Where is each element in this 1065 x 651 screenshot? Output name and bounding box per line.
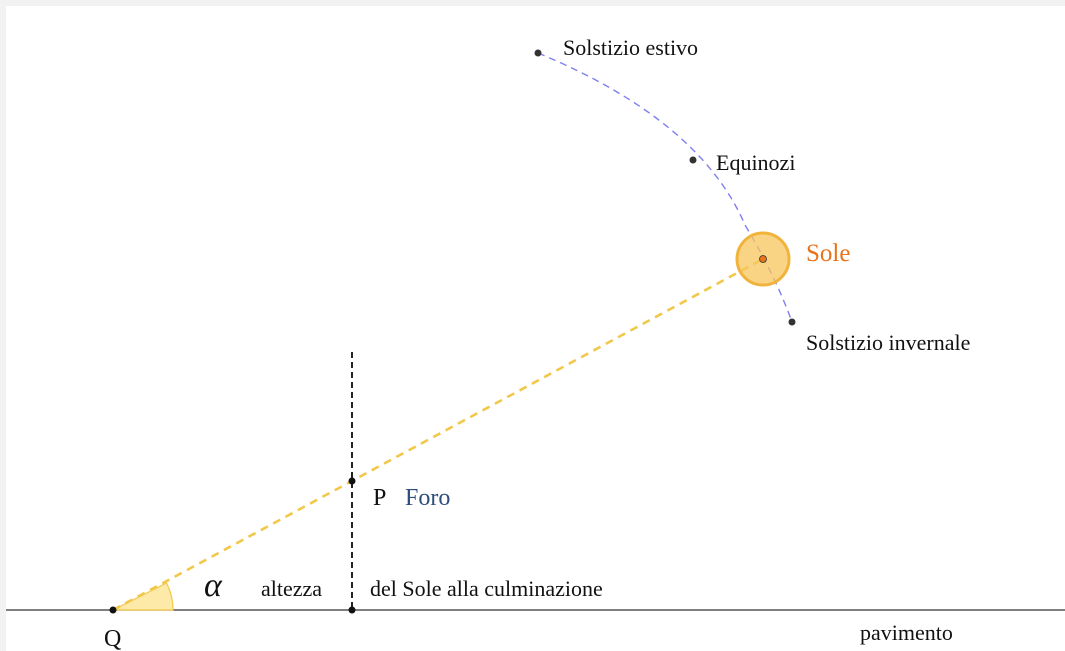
label-angle-alpha: α <box>204 567 223 604</box>
label-equinox: Equinozi <box>716 150 795 175</box>
drawing-area <box>6 6 1065 651</box>
sun-ray <box>112 257 764 612</box>
label-solstice-summer: Solstizio estivo <box>563 35 698 60</box>
point-solstice-winter <box>788 318 796 326</box>
label-hole: Foro <box>405 485 450 511</box>
label-point-q: Q <box>104 626 121 651</box>
point-gnomon-base <box>348 606 356 614</box>
label-solstice-winter: Solstizio invernale <box>806 330 970 355</box>
point-q <box>109 606 117 614</box>
label-sun: Sole <box>806 240 850 267</box>
point-equinox <box>689 156 697 164</box>
point-solstice-summer <box>534 49 542 57</box>
label-altitude-left: altezza <box>261 576 322 601</box>
label-floor: pavimento <box>860 620 953 645</box>
point-p <box>348 477 356 485</box>
label-point-p: P <box>373 485 386 511</box>
label-altitude-right: del Sole alla culminazione <box>370 576 603 601</box>
sun-center-point <box>759 255 767 263</box>
